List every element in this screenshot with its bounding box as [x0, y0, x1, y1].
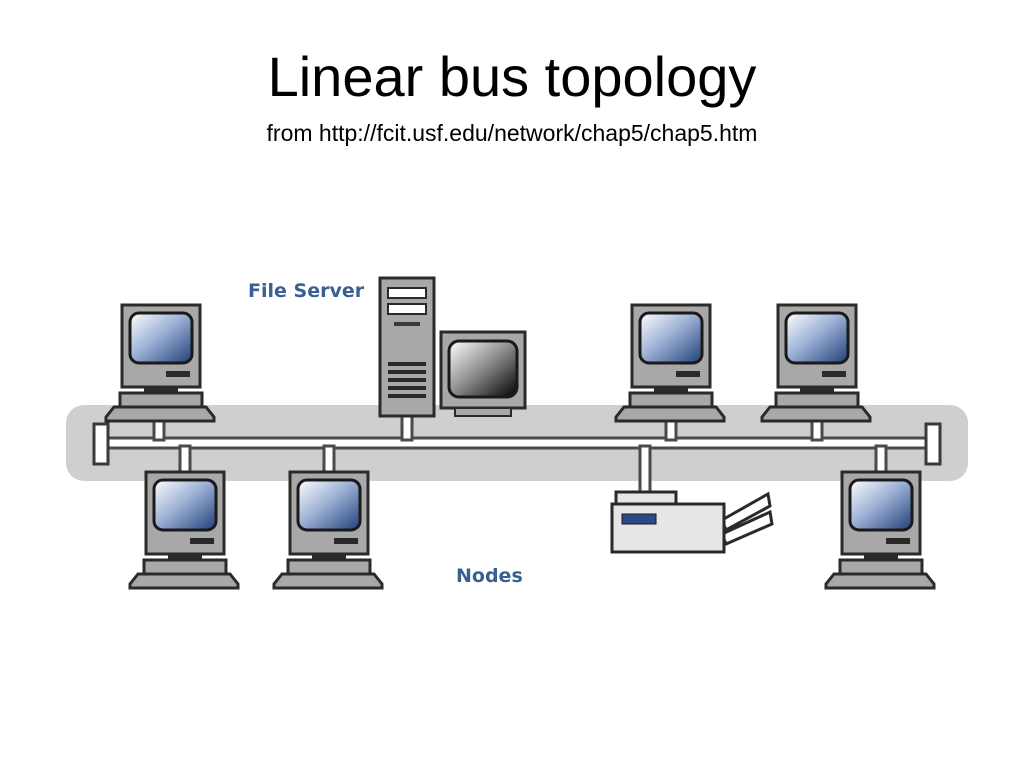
- printer-icon: [610, 490, 774, 554]
- server-monitor-icon: [439, 330, 527, 417]
- slide-subtitle: from http://fcit.usf.edu/network/chap5/c…: [266, 120, 758, 146]
- bus-terminator-icon: [924, 422, 942, 466]
- file-server-label: File Server: [248, 280, 365, 302]
- workstation-icon: [104, 303, 216, 423]
- bus-terminator-icon: [92, 422, 110, 466]
- workstation-icon: [760, 303, 872, 423]
- workstation-icon: [824, 470, 936, 590]
- file-server-tower-icon: [378, 276, 436, 418]
- workstation-icon: [272, 470, 384, 590]
- slide-title: Linear bus topology: [267, 45, 757, 108]
- workstation-icon: [128, 470, 240, 590]
- nodes-label: Nodes: [456, 565, 523, 587]
- workstation-icon: [614, 303, 726, 423]
